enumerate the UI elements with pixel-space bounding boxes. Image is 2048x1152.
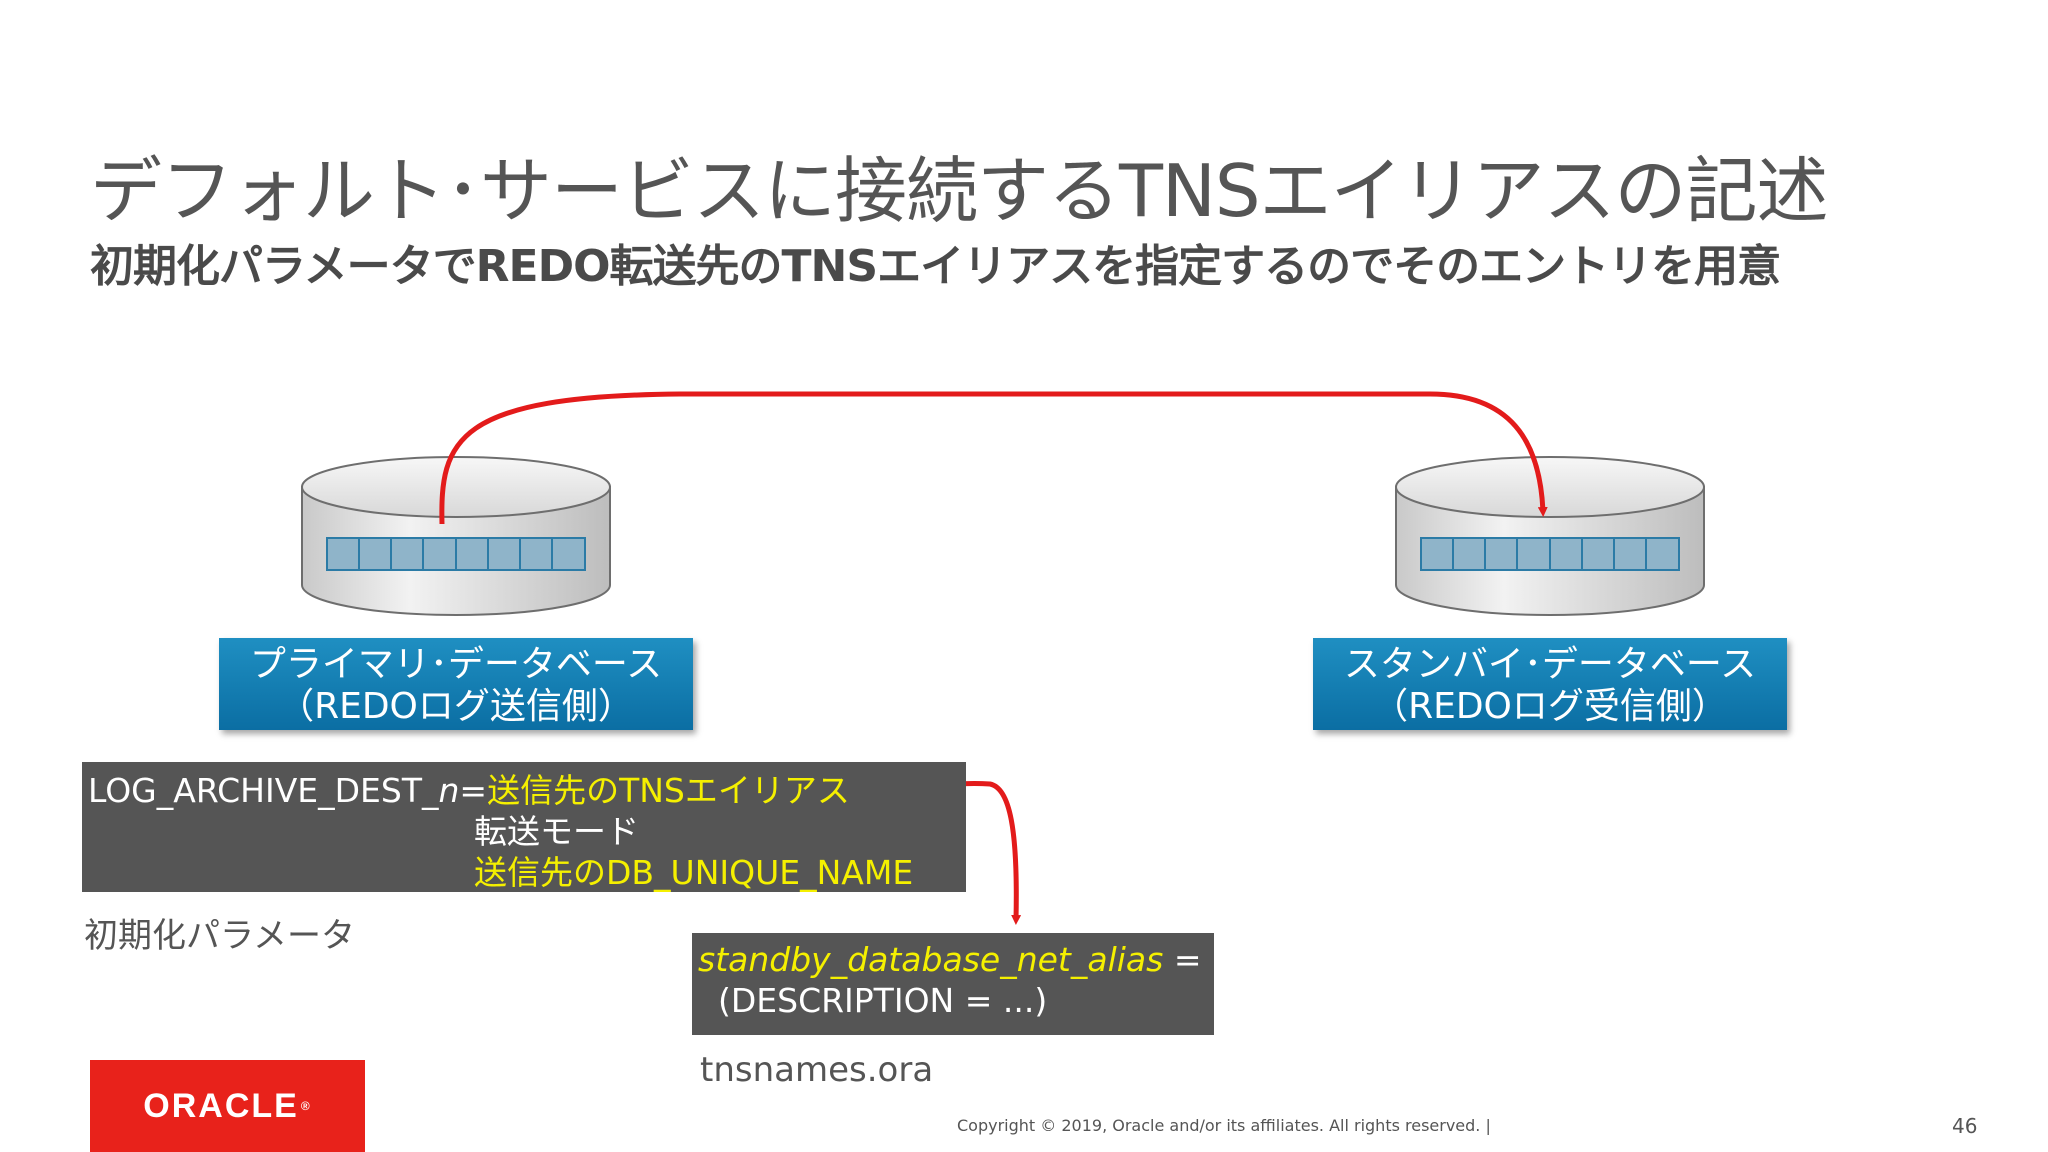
primary-database-role: （REDOログ送信側） <box>278 686 634 727</box>
standby-database-icon <box>1395 456 1705 616</box>
primary-database-name: プライマリ･データベース <box>249 644 663 685</box>
primary-database-icon <box>301 456 611 616</box>
standby-database-role: （REDOログ受信側） <box>1372 686 1728 727</box>
param-value-tns-alias: 送信先のTNSエイリアス <box>487 771 850 810</box>
tns-equals: = <box>1163 940 1202 979</box>
standby-database-label: スタンバイ･データベース （REDOログ受信側） <box>1313 638 1787 730</box>
param-value-db-unique-name: 送信先のDB_UNIQUE_NAME <box>474 853 914 892</box>
tnsnames-caption: tnsnames.ora <box>700 1050 934 1090</box>
param-line-1: LOG_ARCHIVE_DEST_n=送信先のTNSエイリアス <box>88 770 966 811</box>
tns-line-1: standby_database_net_alias = <box>698 939 1214 980</box>
copyright-notice: Copyright © 2019, Oracle and/or its affi… <box>957 1116 1491 1135</box>
primary-database-label: プライマリ･データベース （REDOログ送信側） <box>219 638 693 730</box>
redo-transport-arrow <box>439 391 1548 525</box>
param-name-n: n <box>438 771 460 810</box>
param-name-prefix: LOG_ARCHIVE_DEST_ <box>88 771 439 810</box>
init-parameter-box: LOG_ARCHIVE_DEST_n=送信先のTNSエイリアス 転送モード 送信… <box>82 762 966 892</box>
slide-title: デフォルト･サービスに接続するTNSエイリアスの記述 <box>90 149 1829 233</box>
registered-mark: ® <box>300 1099 312 1113</box>
standby-database-name: スタンバイ･データベース <box>1343 644 1757 685</box>
oracle-logo-text: ORACLE <box>143 1086 299 1125</box>
tns-description: (DESCRIPTION = ...) <box>718 981 1048 1020</box>
tns-alias-name: standby_database_net_alias <box>698 940 1164 979</box>
oracle-logo: ORACLE® <box>90 1060 365 1152</box>
param-value-transfer-mode: 転送モード <box>474 812 639 851</box>
primary-redo-log-icon <box>326 537 586 571</box>
page-number: 46 <box>1952 1114 1978 1138</box>
slide-subtitle: 初期化パラメータでREDO転送先のTNSエイリアスを指定するのでそのエントリを用… <box>90 241 1781 292</box>
init-parameter-caption: 初期化パラメータ <box>84 916 355 956</box>
standby-redo-log-icon <box>1420 537 1680 571</box>
tnsnames-entry-box: standby_database_net_alias = (DESCRIPTIO… <box>692 933 1214 1035</box>
param-equals: = <box>459 771 488 810</box>
